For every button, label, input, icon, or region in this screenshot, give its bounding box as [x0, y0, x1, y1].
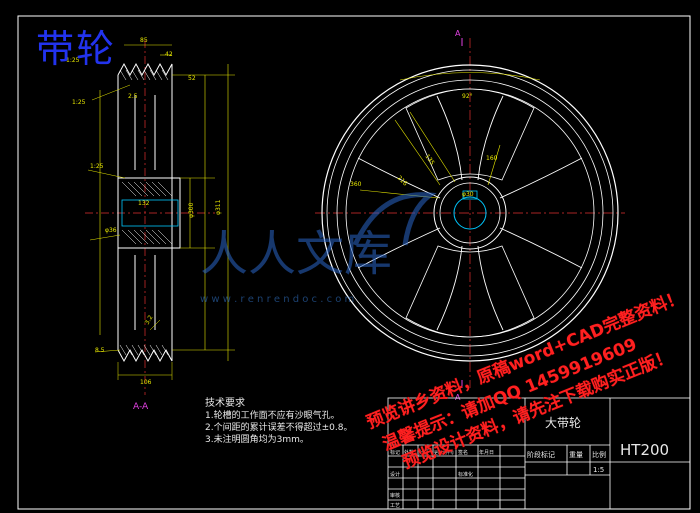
col-label: 处数	[404, 449, 414, 456]
dim-text: 360	[350, 181, 362, 188]
dim-text: 160	[486, 155, 498, 162]
header-label: 重量	[569, 451, 583, 459]
dim-text: φ36	[105, 227, 117, 234]
col-label: 年月日	[479, 449, 494, 456]
header-label: 比例	[592, 450, 606, 459]
tech-req-item: 2.个间距的累计误差不得超过±0.8。	[205, 423, 353, 433]
view-mark: A	[455, 29, 461, 38]
dim-text: 1:25	[72, 99, 86, 106]
row-label: 标记	[390, 449, 400, 456]
dim-text: 106	[140, 379, 152, 386]
col-label: 签名	[458, 449, 468, 456]
dim-text: 1:25	[90, 163, 104, 170]
tech-req-title: 技术要求	[205, 398, 245, 409]
dim-text: 85	[140, 37, 148, 44]
tech-req-item: 3.未注明圆角均为3mm。	[205, 435, 309, 445]
dim-text: 216	[396, 174, 409, 187]
view-mark: A	[455, 393, 461, 402]
title-block	[387, 397, 691, 510]
technical-requirements: 技术要求 1.轮槽的工作面不应有沙眼气孔。 2.个间距的累计误差不得超过±0.8…	[205, 398, 352, 446]
drawing-heading: 带轮	[36, 27, 117, 71]
dim-text: 1:25	[66, 57, 80, 64]
front-view	[315, 38, 625, 388]
part-name: 大带轮	[545, 416, 581, 430]
row-label: 工艺	[390, 503, 400, 509]
watermark-logo: 人人文库 w w w . r e n r e n d o c . c o m	[200, 192, 437, 305]
dim-text: 92°	[462, 93, 473, 100]
col-label: 更改文件号	[434, 449, 454, 455]
col-label: 分区	[419, 449, 429, 456]
dim-text: φ300	[188, 202, 195, 218]
dim-text: φ311	[215, 199, 222, 215]
col-label: 标准化	[458, 471, 473, 478]
section-label: A-A	[133, 402, 149, 412]
dim-text: 2.5	[128, 93, 138, 100]
watermark-url: w w w . r e n r e n d o c . c o m	[200, 294, 354, 305]
dim-text: 132	[138, 200, 150, 207]
row-label: 审核	[390, 492, 400, 499]
scale-text: 1:5	[593, 466, 604, 474]
material-text: HT200	[620, 441, 669, 459]
section-view	[85, 40, 235, 395]
dim-text: 52	[188, 75, 196, 82]
dim-text: 42	[165, 51, 173, 58]
dim-text: φ30	[462, 191, 474, 198]
dim-text: 3.2	[144, 314, 155, 326]
tech-req-item: 1.轮槽的工作面不应有沙眼气孔。	[205, 411, 340, 421]
dim-text: 135	[423, 153, 435, 167]
header-label: 阶段标记	[527, 450, 555, 459]
row-label: 设计	[390, 471, 400, 478]
watermark-logo-text: 人人文库	[200, 226, 392, 282]
dim-text: 8.5	[95, 347, 105, 354]
drawing-frame	[17, 15, 691, 510]
